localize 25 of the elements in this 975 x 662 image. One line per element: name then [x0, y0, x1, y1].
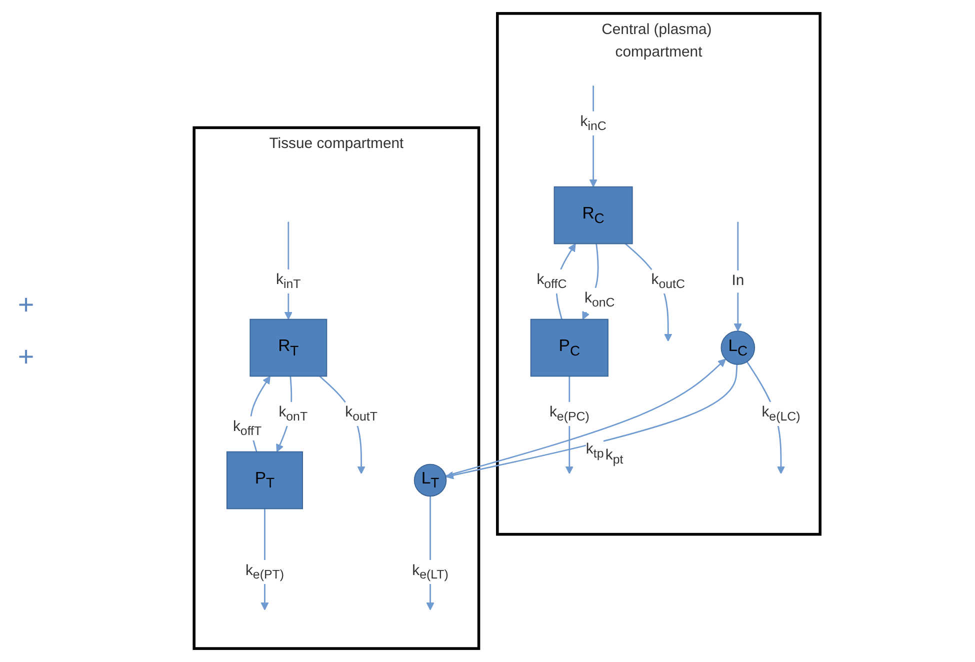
molecule-ellipse: L$_{C}$	[721, 330, 756, 365]
arrow	[734, 222, 742, 332]
edge-label: k$_{tp}$	[586, 438, 604, 463]
edge-label: k$_{onT}$	[279, 402, 308, 426]
edge-label: k$_{outT}$	[346, 402, 378, 426]
molecule-ellipse: L$_{T}$	[414, 464, 448, 497]
edge-label: k$_{offC}$	[537, 269, 568, 294]
edge-label: k$_{e(LT)}$	[412, 560, 449, 584]
compartment-title: Central (plasma) compartment	[602, 22, 712, 60]
edge-label: k$_{e(PC)}$	[550, 402, 590, 426]
plus-sign: +	[16, 289, 36, 321]
plus-sign: +	[16, 341, 36, 373]
edge-label: k$_{outC}$	[652, 269, 686, 294]
edge-label: k$_{inC}$	[580, 111, 607, 136]
edge-label: k$_{inT}$	[276, 269, 302, 294]
molecule-box: P$_{T}$	[226, 451, 304, 510]
edge-label: k$_{e(PT)}$	[246, 560, 284, 584]
edge-label: k$_{offT}$	[233, 416, 262, 441]
molecule-box: R$_{C}$	[554, 186, 634, 244]
molecule-box: P$_{C}$	[530, 318, 609, 377]
compartment-title: Tissue compartment	[270, 136, 404, 152]
edge-label: k$_{e(LC)}$	[762, 402, 801, 426]
edge-label: In	[732, 270, 745, 293]
edge-label: k$_{onC}$	[584, 288, 616, 312]
molecule-box: R$_{T}$	[250, 318, 328, 377]
